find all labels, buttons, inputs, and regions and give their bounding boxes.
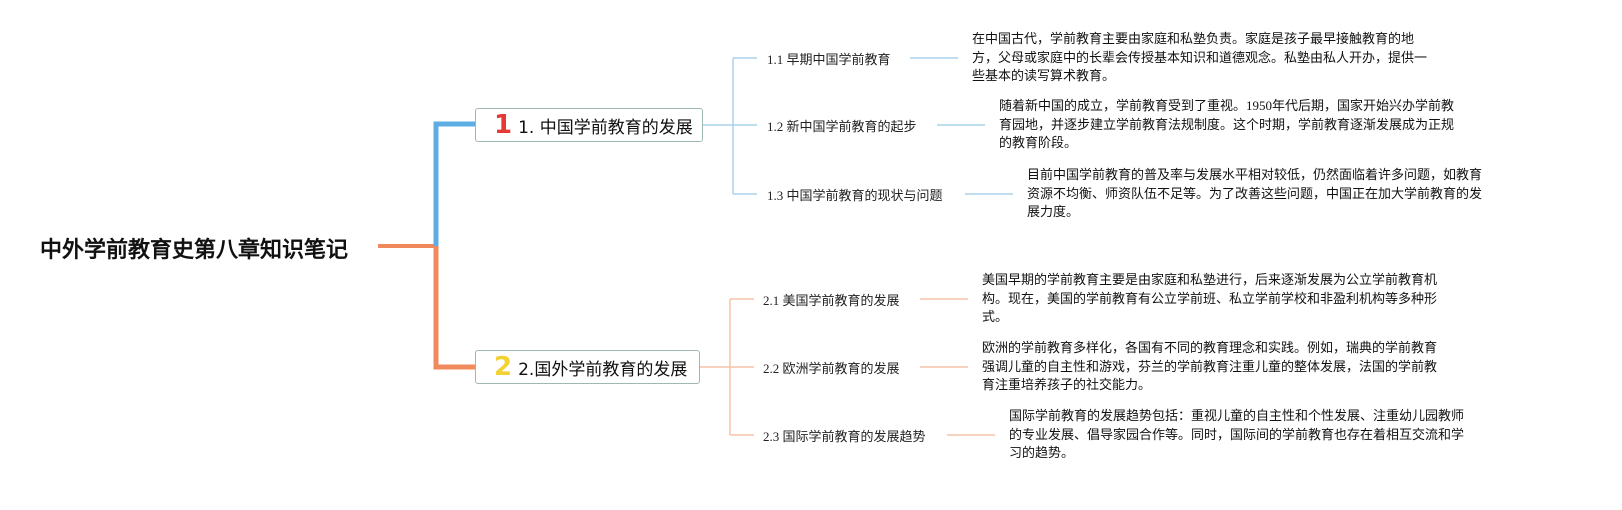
note-line: 美国早期的学前教育主要是由家庭和私塾进行，后来逐渐发展为公立学前教育机 bbox=[982, 272, 1438, 287]
subtopic-1-3[interactable]: 1.3 中国学前教育的现状与问题 bbox=[767, 188, 943, 203]
branch-1-label: 1. 中国学前教育的发展 bbox=[518, 117, 693, 138]
subtopic-1-2[interactable]: 1.2 新中国学前教育的起步 bbox=[767, 119, 917, 134]
note-line: 欧洲的学前教育多样化，各国有不同的教育理念和实践。例如，瑞典的学前教育 bbox=[982, 340, 1438, 355]
note-line: 资源不均衡、师资队伍不足等。为了改善这些问题，中国正在加大学前教育的发 bbox=[1027, 185, 1483, 201]
branch-2-label: 2.国外学前教育的发展 bbox=[518, 359, 688, 380]
branch-1-connector bbox=[433, 121, 475, 246]
subtopic-2-2[interactable]: 2.2 欧洲学前教育的发展 bbox=[763, 361, 900, 376]
note-line: 构。现在，美国的学前教育有公立学前班、私立学前学校和非盈利机构等多种形 bbox=[982, 290, 1438, 306]
note-1-1: 在中国古代，学前教育主要由家庭和私塾负责。家庭是孩子最早接触教育的地 方，父母或… bbox=[972, 30, 1462, 86]
note-2-1: 美国早期的学前教育主要是由家庭和私塾进行，后来逐渐发展为公立学前教育机 构。现在… bbox=[982, 271, 1472, 327]
note-line: 的专业发展、倡导家园合作等。同时，国际间的学前教育也存在着相互交流和学 bbox=[1009, 426, 1465, 442]
note-line: 育园地，并逐步建立学前教育法规制度。这个时期，学前教育逐渐发展成为正规 bbox=[999, 116, 1455, 132]
subtopic-2-1[interactable]: 2.1 美国学前教育的发展 bbox=[763, 293, 900, 308]
number-two-badge: 2 bbox=[494, 352, 513, 382]
note-line: 目前中国学前教育的普及率与发展水平相对较低，仍然面临着许多问题，如教育 bbox=[1027, 167, 1483, 182]
subtopic-2-3[interactable]: 2.3 国际学前教育的发展趋势 bbox=[763, 429, 926, 444]
branch-topic-1[interactable]: 1 1. 中国学前教育的发展 bbox=[475, 108, 703, 142]
note-1-2: 随着新中国的成立，学前教育受到了重视。1950年代后期，国家开始兴办学前教 育园… bbox=[999, 97, 1489, 153]
number-one-badge: 1 bbox=[494, 110, 513, 140]
note-line: 在中国古代，学前教育主要由家庭和私塾负责。家庭是孩子最早接触教育的地 bbox=[972, 31, 1415, 46]
note-line: 育注重培养孩子的社交能力。 bbox=[982, 377, 1152, 392]
note-2-3: 国际学前教育的发展趋势包括：重视儿童的自主性和个性发展、注重幼儿园教师 的专业发… bbox=[1009, 407, 1499, 463]
note-line: 的教育阶段。 bbox=[999, 135, 1078, 150]
note-line: 国际学前教育的发展趋势包括：重视儿童的自主性和个性发展、注重幼儿园教师 bbox=[1009, 408, 1465, 423]
note-line: 方，父母或家庭中的长辈会传授基本知识和道德观念。私塾由私人开办，提供一 bbox=[972, 49, 1428, 65]
branch-topic-2[interactable]: 2 2.国外学前教育的发展 bbox=[475, 350, 700, 384]
note-line: 式。 bbox=[982, 309, 1009, 324]
note-line: 展力度。 bbox=[1027, 204, 1080, 219]
note-1-3: 目前中国学前教育的普及率与发展水平相对较低，仍然面临着许多问题，如教育 资源不均… bbox=[1027, 166, 1517, 222]
branch-2-sub-connector bbox=[700, 298, 754, 436]
note-2-2: 欧洲的学前教育多样化，各国有不同的教育理念和实践。例如，瑞典的学前教育 强调儿童… bbox=[982, 339, 1472, 395]
note-line: 强调儿童的自主性和游戏，芬兰的学前教育注重儿童的整体发展，法国的学前教 bbox=[982, 358, 1438, 374]
root-topic[interactable]: 中外学前教育史第八章知识笔记 bbox=[40, 238, 349, 263]
note-line: 些基本的读写算术教育。 bbox=[972, 68, 1116, 83]
note-line: 习的趋势。 bbox=[1009, 445, 1075, 460]
note-line: 随着新中国的成立，学前教育受到了重视。1950年代后期，国家开始兴办学前教 bbox=[999, 98, 1455, 113]
branch-1-sub-connector bbox=[703, 57, 757, 195]
subtopic-1-1[interactable]: 1.1 早期中国学前教育 bbox=[767, 52, 891, 67]
branch-2-connector bbox=[433, 246, 475, 370]
